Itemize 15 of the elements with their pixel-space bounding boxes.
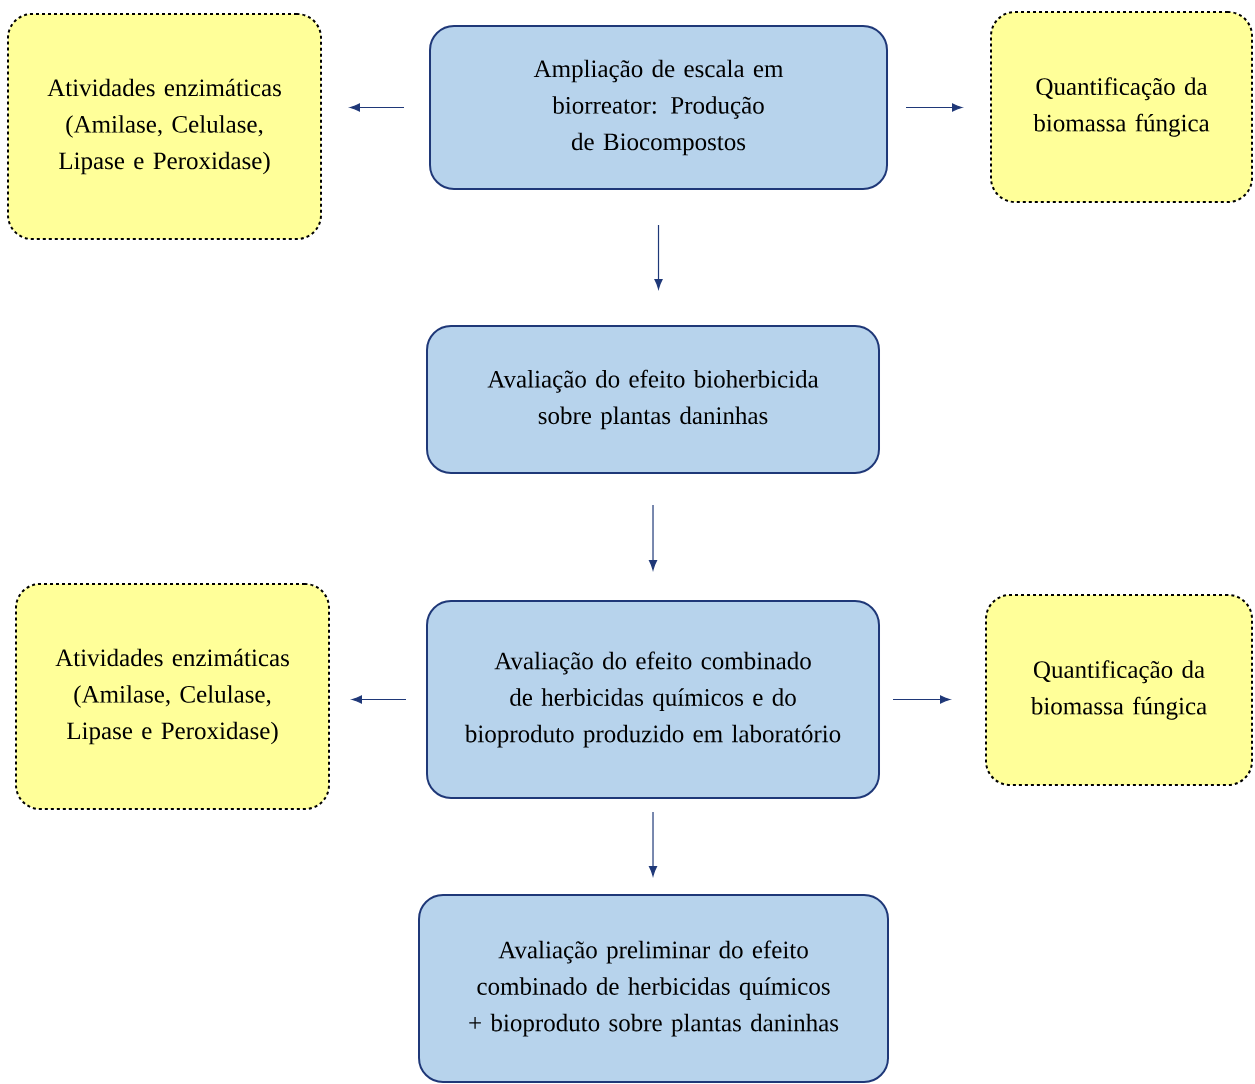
process-box: Avaliação do efeito bioherbicida sobre plantas daninhas (426, 325, 880, 474)
arrow (351, 695, 407, 704)
process-box: Avaliação do efeito combinado de herbicidas químicos e do bioproduto produzido em laboratório (426, 600, 880, 799)
arrow (648, 811, 658, 877)
arrow (654, 224, 663, 290)
dashed-box: Quantificação da biomassa fúngica (985, 594, 1253, 786)
dashed-box: Quantificação da biomassa fúngica (990, 11, 1253, 203)
arrow (892, 695, 951, 704)
arrow (349, 103, 405, 112)
dashed-box: Atividades enzimáticas (Amilase, Celulase, Lipase e Peroxidase) (15, 583, 330, 810)
process-box: Avaliação preliminar do efeito combinado de herbicidas químicos + bioproduto sobre plantas daninhas (418, 894, 889, 1083)
arrow (648, 504, 658, 571)
dashed-box: Atividades enzimáticas (Amilase, Celulase, Lipase e Peroxidase) (7, 13, 322, 240)
process-box: Ampliação de escala em biorreator: Produção de Biocompostos (429, 25, 888, 190)
arrow (905, 103, 963, 112)
